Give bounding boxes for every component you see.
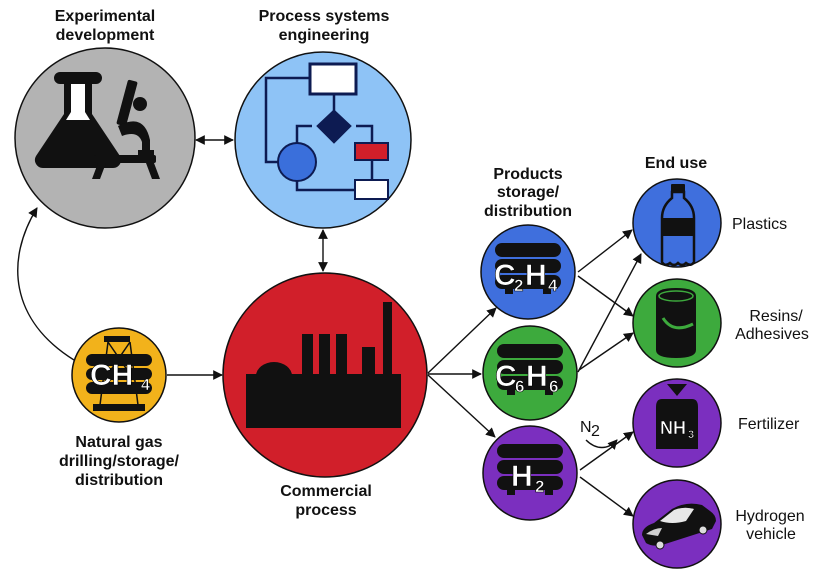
svg-text:N: N xyxy=(580,419,592,436)
svg-text:2: 2 xyxy=(591,423,600,440)
nh3-subscript: 3 xyxy=(688,429,694,441)
arrow-c6h6-resins xyxy=(578,332,634,371)
c6h6-formula-h: H xyxy=(526,360,548,393)
end-use-resins[interactable]: Resins/ Adhesives xyxy=(632,278,809,368)
label-commercial: Commercial process xyxy=(280,483,372,519)
svg-text:Natural gas: Natural gas xyxy=(75,434,162,451)
arrow-c2h4-resins xyxy=(577,275,634,317)
h2-formula: H xyxy=(511,460,533,493)
svg-text:Commercial: Commercial xyxy=(280,483,372,500)
end-use-plastics[interactable]: Plastics xyxy=(632,178,787,268)
arrow-h2-vehicle xyxy=(579,476,634,517)
fertilizer-label: Fertilizer xyxy=(738,416,800,433)
flask-icon xyxy=(34,72,122,169)
svg-text:drilling/storage/: drilling/storage/ xyxy=(59,453,180,470)
vehicle-label-line1: Hydrogen xyxy=(735,508,804,525)
paint-can-icon xyxy=(656,288,696,358)
arrow-h2-fertilizer xyxy=(579,431,634,471)
node-natural-gas[interactable]: CH 4 xyxy=(71,327,167,423)
heading-products: Products storage/ distribution xyxy=(484,166,572,220)
c6h6-sub-c: 6 xyxy=(515,377,524,396)
storage-tank-icon xyxy=(495,243,561,294)
svg-text:Process systems: Process systems xyxy=(259,8,390,25)
c6h6-formula-c: C xyxy=(495,360,517,393)
svg-text:development: development xyxy=(56,27,155,44)
node-c2h4[interactable]: C 2 H 4 xyxy=(480,224,576,320)
ch4-subscript: 4 xyxy=(141,377,150,394)
svg-text:process: process xyxy=(295,502,356,519)
svg-text:distribution: distribution xyxy=(484,203,572,220)
end-use-hydrogen-vehicle[interactable]: Hydrogen vehicle xyxy=(632,479,805,569)
connectors xyxy=(17,135,642,517)
node-experimental[interactable] xyxy=(14,47,196,229)
arrow-c2h4-plastics xyxy=(577,229,633,273)
n2-label: N 2 xyxy=(580,419,600,440)
node-h2[interactable]: H 2 xyxy=(482,425,578,521)
c2h4-sub-c: 2 xyxy=(514,276,523,295)
heading-process-systems: Process systems engineering xyxy=(259,8,390,44)
node-c6h6[interactable]: C 6 H 6 xyxy=(482,325,578,421)
ch4-formula: CH xyxy=(90,359,133,392)
c2h4-formula-h: H xyxy=(525,259,547,292)
bottle-icon xyxy=(660,184,696,267)
drilling-rig-icon xyxy=(86,336,152,411)
nh3-formula: NH xyxy=(660,418,686,438)
heading-end-use: End use xyxy=(645,155,707,172)
node-commercial[interactable] xyxy=(222,272,428,478)
svg-text:storage/: storage/ xyxy=(497,184,560,201)
car-icon xyxy=(642,503,716,550)
resins-label-line1: Resins/ xyxy=(749,308,803,325)
svg-text:engineering: engineering xyxy=(279,27,370,44)
arrow-commercial-h2 xyxy=(427,374,496,438)
c2h4-sub-h: 4 xyxy=(548,276,558,295)
arrow-commercial-c2h4 xyxy=(427,307,497,374)
label-natural-gas: Natural gas drilling/storage/ distributi… xyxy=(59,434,180,489)
factory-icon xyxy=(246,302,401,428)
c2h4-formula-c: C xyxy=(494,259,516,292)
c6h6-sub-h: 6 xyxy=(549,377,558,396)
heading-experimental: Experimental development xyxy=(55,8,155,44)
h2-subscript: 2 xyxy=(535,477,544,496)
svg-text:Experimental: Experimental xyxy=(55,8,155,25)
vehicle-label-line2: vehicle xyxy=(746,526,796,543)
arrow-c6h6-plastics xyxy=(577,253,642,373)
svg-text:Products: Products xyxy=(493,166,562,183)
storage-tank-icon xyxy=(497,344,563,395)
resins-label-line2: Adhesives xyxy=(735,326,809,343)
plastics-label: Plastics xyxy=(732,216,787,233)
arrow-ch4-experimental xyxy=(17,207,75,361)
flowchart-icon xyxy=(264,62,389,200)
node-process-systems[interactable] xyxy=(234,51,412,229)
microscope-icon xyxy=(92,79,160,179)
ammonia-bag-icon: NH 3 xyxy=(656,384,698,449)
arrow-n2-curve xyxy=(585,439,618,450)
svg-text:distribution: distribution xyxy=(75,472,163,489)
end-use-fertilizer[interactable]: NH 3 Fertilizer xyxy=(632,378,800,468)
storage-tank-icon xyxy=(497,444,563,495)
